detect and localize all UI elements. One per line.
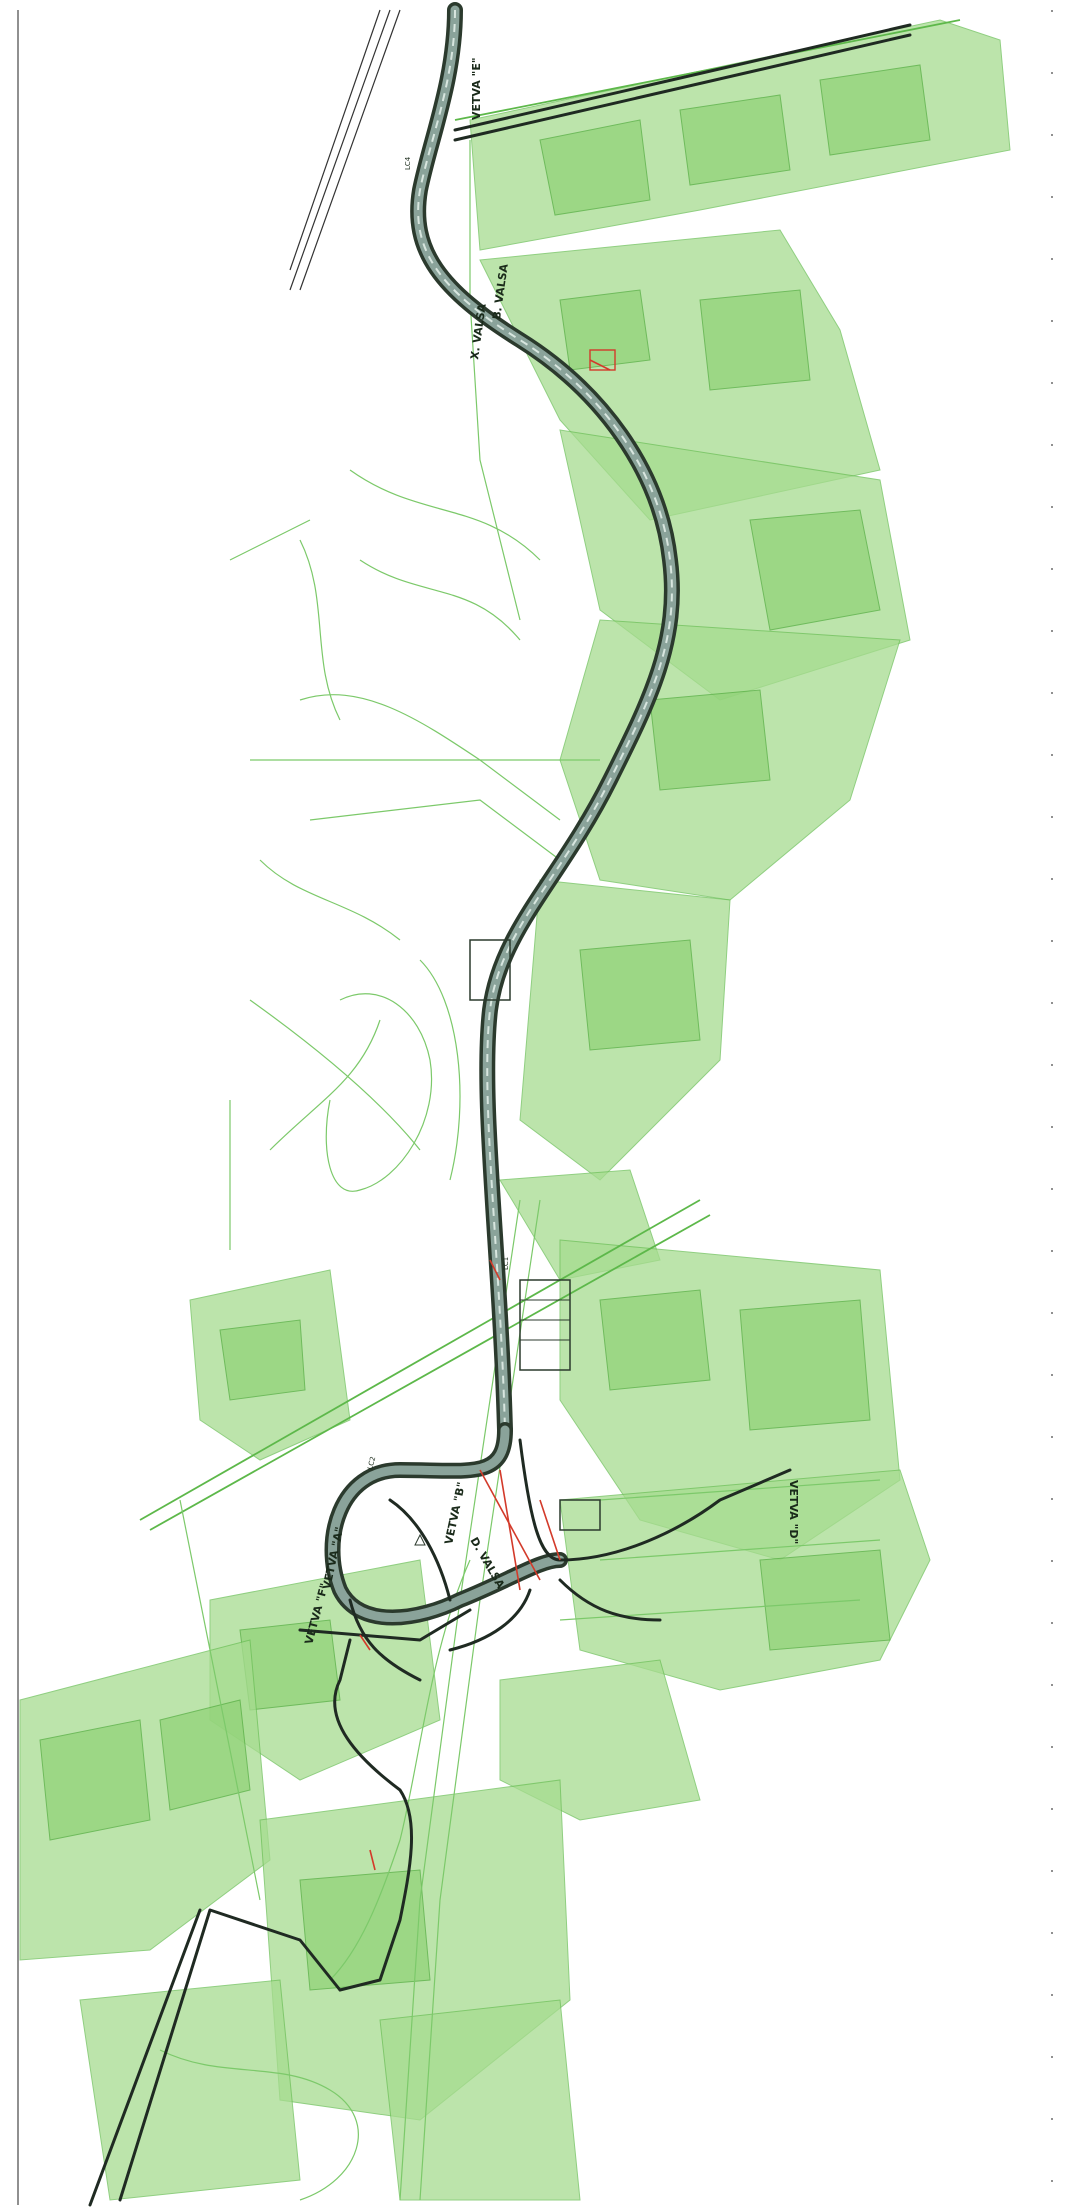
branch-vetva-e bbox=[453, 23, 912, 142]
label-lc4: LC4 bbox=[404, 156, 412, 170]
label-lc2: LC2 bbox=[366, 1456, 377, 1471]
railway-line bbox=[289, 9, 401, 291]
label-vetva-b: VETVA "B" bbox=[442, 1481, 468, 1546]
label-vetva-d: VETVA "D" bbox=[787, 1480, 800, 1544]
label-vetva-e: VETVA "E" bbox=[470, 57, 483, 120]
southwest-road bbox=[88, 1638, 414, 2207]
red-annotations bbox=[359, 359, 611, 1871]
interchange-loop bbox=[298, 1422, 792, 1682]
label-lc1: LC1 bbox=[502, 1257, 510, 1270]
base-map-east-blocks bbox=[499, 1239, 931, 1821]
base-map-west-blocks bbox=[19, 1269, 581, 2201]
structures bbox=[414, 349, 616, 1546]
base-map-northeast-blocks bbox=[469, 19, 1011, 1281]
main-road-alignment bbox=[410, 2, 680, 1438]
